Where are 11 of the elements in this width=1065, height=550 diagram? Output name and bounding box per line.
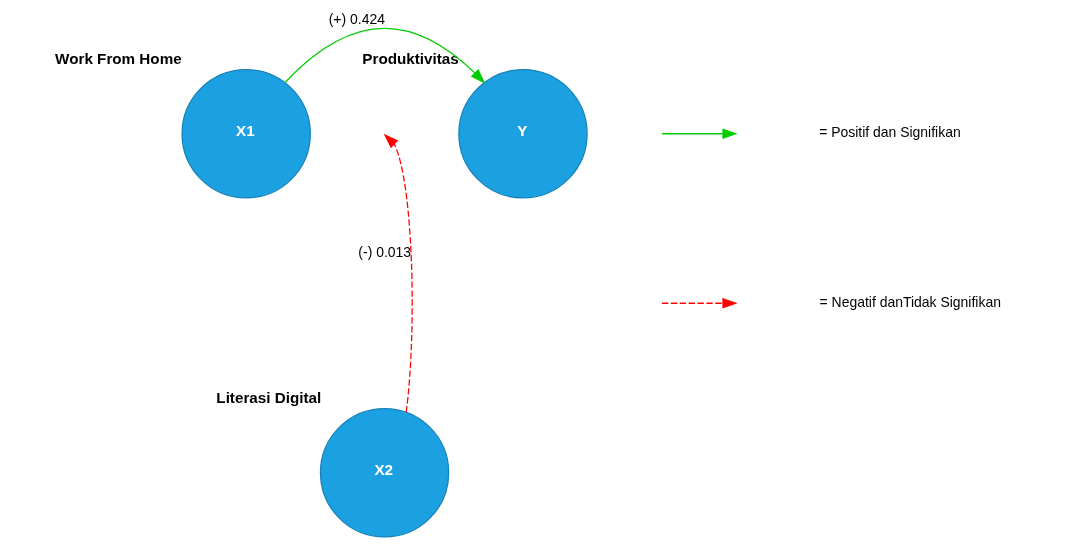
node-label: Literasi Digital <box>216 389 322 407</box>
arrow <box>284 27 486 84</box>
node-label: Produktivitas <box>362 50 459 68</box>
legend-label: = Positif dan Signifikan <box>819 124 961 141</box>
legend-label: = Negatif danTidak Signifikan <box>819 293 1001 310</box>
node-circle: X1 <box>181 69 311 199</box>
node-label: Work From Home <box>55 50 182 68</box>
arrow <box>383 133 413 413</box>
node-circle: X2 <box>319 408 450 538</box>
edge-label: (+) 0.424 <box>328 11 385 28</box>
edge-label: (-) 0.013 <box>358 243 412 260</box>
